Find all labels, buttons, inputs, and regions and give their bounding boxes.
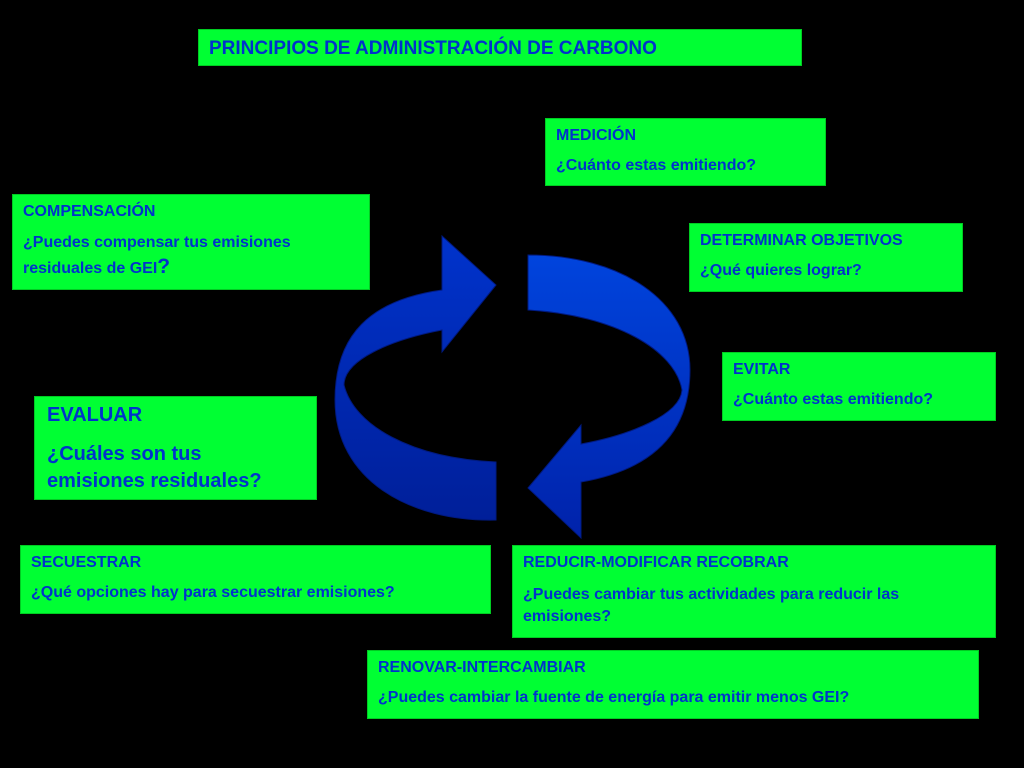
evaluar-box: EVALUAR ¿Cuáles son tus emisiones residu… xyxy=(34,396,317,500)
left-cycle-arrow xyxy=(334,234,497,521)
objetivos-question: ¿Qué quieres lograr? xyxy=(700,262,862,279)
reducir-box: REDUCIR-MODIFICAR RECOBRAR ¿Puedes cambi… xyxy=(512,545,996,638)
compensacion-question-mark: ? xyxy=(157,255,171,278)
secuestrar-box: SECUESTRAR ¿Qué opciones hay para secues… xyxy=(20,545,491,614)
compensacion-heading: COMPENSACIÓN xyxy=(23,203,156,220)
objetivos-box: DETERMINAR OBJETIVOS ¿Qué quieres lograr… xyxy=(689,223,963,292)
medicion-heading: MEDICIÓN xyxy=(556,127,636,144)
evaluar-heading: EVALUAR xyxy=(47,404,143,426)
evitar-box: EVITAR ¿Cuánto estas emitiendo? xyxy=(722,352,996,421)
diagram-title-text: PRINCIPIOS DE ADMINISTRACIÓN DE CARBONO xyxy=(209,38,657,59)
medicion-box: MEDICIÓN ¿Cuánto estas emitiendo? xyxy=(545,118,826,186)
evitar-heading: EVITAR xyxy=(733,361,791,378)
secuestrar-question: ¿Qué opciones hay para secuestrar emisio… xyxy=(31,584,395,601)
reducir-heading: REDUCIR-MODIFICAR RECOBRAR xyxy=(523,554,789,571)
objetivos-heading: DETERMINAR OBJETIVOS xyxy=(700,232,903,249)
renovar-box: RENOVAR-INTERCAMBIAR ¿Puedes cambiar la … xyxy=(367,650,979,719)
compensacion-question: ¿Puedes compensar tus emisiones residual… xyxy=(23,234,291,277)
right-cycle-arrow xyxy=(527,254,691,540)
renovar-heading: RENOVAR-INTERCAMBIAR xyxy=(378,659,586,676)
medicion-question: ¿Cuánto estas emitiendo? xyxy=(556,157,757,174)
cycle-arrows-graphic xyxy=(334,234,691,540)
diagram-title: PRINCIPIOS DE ADMINISTRACIÓN DE CARBONO xyxy=(198,29,802,66)
secuestrar-heading: SECUESTRAR xyxy=(31,554,142,571)
compensacion-box: COMPENSACIÓN ¿Puedes compensar tus emisi… xyxy=(12,194,370,290)
renovar-question: ¿Puedes cambiar la fuente de energía par… xyxy=(378,689,850,706)
evitar-question: ¿Cuánto estas emitiendo? xyxy=(733,391,934,408)
reducir-question: ¿Puedes cambiar tus actividades para red… xyxy=(523,586,900,625)
evaluar-question: ¿Cuáles son tus emisiones residuales? xyxy=(47,443,262,492)
compensacion-question-wrap: ¿Puedes compensar tus emisiones residual… xyxy=(23,231,359,281)
